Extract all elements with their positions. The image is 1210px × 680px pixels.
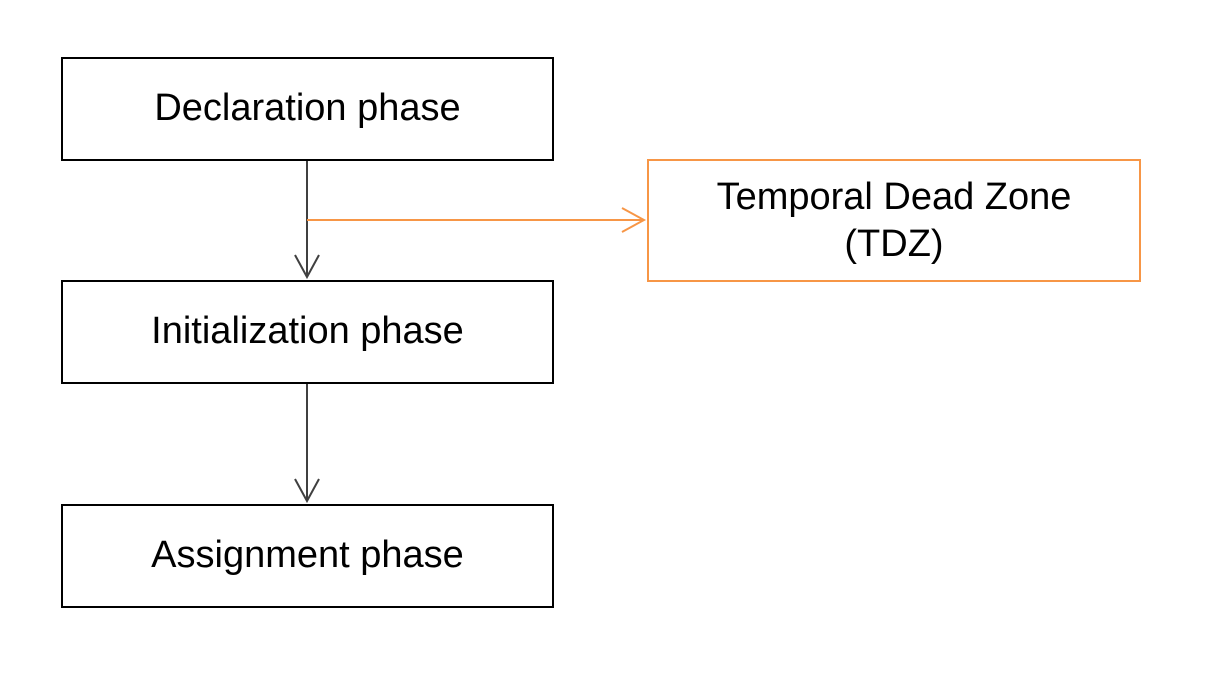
- assignment-phase-node: Assignment phase: [61, 504, 554, 608]
- declaration-phase-label: Declaration phase: [154, 87, 461, 130]
- temporal-dead-zone-node: Temporal Dead Zone (TDZ): [647, 159, 1141, 282]
- assignment-phase-label: Assignment phase: [151, 534, 464, 577]
- initialization-phase-label: Initialization phase: [151, 310, 464, 353]
- initialization-phase-node: Initialization phase: [61, 280, 554, 384]
- tdz-label-line1: Temporal Dead Zone: [716, 176, 1072, 219]
- declaration-phase-node: Declaration phase: [61, 57, 554, 161]
- arrow-initialization-to-assignment: [294, 384, 320, 504]
- arrow-to-tdz: [307, 207, 647, 233]
- tdz-label-line2: (TDZ): [844, 222, 944, 265]
